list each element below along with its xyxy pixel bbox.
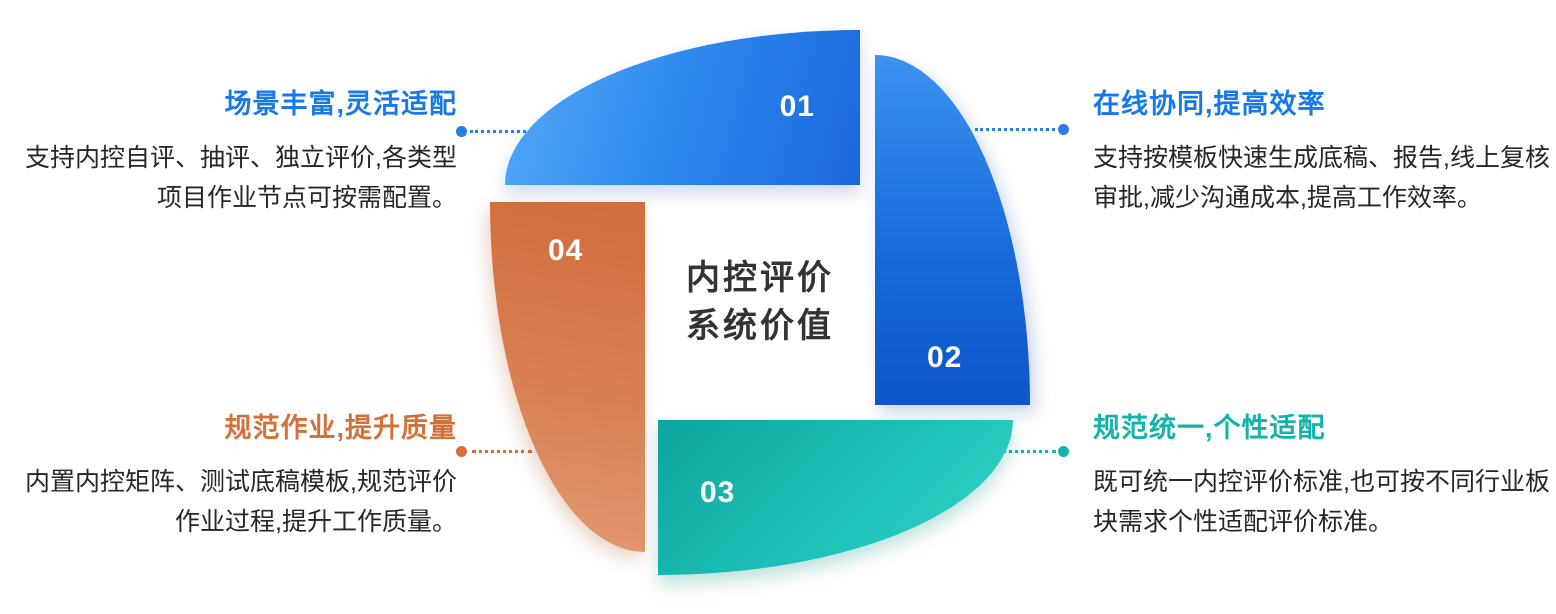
center-title-line2: 系统价值 (686, 307, 834, 345)
connector-dot-top-right (1058, 124, 1069, 135)
segment-number-02: 02 (927, 341, 963, 374)
pinwheel-segment-04: 04 (490, 202, 645, 552)
feature-block-top-left: 场景丰富,灵活适配 支持内控自评、抽评、独立评价,各类型项目作业节点可按需配置。 (5, 88, 457, 218)
center-title-line1: 内控评价 (686, 259, 834, 297)
connector-line-top-right (975, 128, 1055, 131)
connector-line-top-left (470, 130, 544, 133)
feature-block-top-right: 在线协同,提高效率 支持按模板快速生成底稿、报告,线上复核审批,减少沟通成本,提… (1093, 88, 1551, 218)
connector-dot-bottom-right (1058, 446, 1069, 457)
connector-line-bottom-right (1002, 450, 1056, 453)
segment-number-03: 03 (700, 476, 736, 509)
connector-dot-top-left (456, 126, 467, 137)
connector-dot-bottom-left (456, 446, 467, 457)
pinwheel-segment-02: 02 (875, 55, 1030, 405)
feature-body-top-left: 支持内控自评、抽评、独立评价,各类型项目作业节点可按需配置。 (25, 144, 457, 212)
feature-heading-top-right: 在线协同,提高效率 (1093, 89, 1326, 119)
feature-block-bottom-right: 规范统一,个性适配 既可统一内控评价标准,也可按不同行业板块需求个性适配评价标准… (1093, 412, 1551, 542)
segment-number-01: 01 (779, 90, 815, 123)
feature-block-bottom-left: 规范作业,提升质量 内置内控矩阵、测试底稿模板,规范评价作业过程,提升工作质量。 (5, 412, 457, 542)
feature-heading-top-left: 场景丰富,灵活适配 (224, 89, 457, 119)
pinwheel-segment-01: 01 (505, 30, 860, 185)
feature-body-top-right: 支持按模板快速生成底稿、报告,线上复核审批,减少沟通成本,提高工作效率。 (1093, 144, 1550, 212)
feature-heading-bottom-right: 规范统一,个性适配 (1093, 413, 1326, 443)
connector-line-bottom-left (472, 450, 532, 453)
pinwheel-segment-03: 03 (658, 420, 1013, 575)
center-title: 内控评价 系统价值 (645, 254, 875, 350)
feature-body-bottom-left: 内置内控矩阵、测试底稿模板,规范评价作业过程,提升工作质量。 (25, 468, 457, 536)
segment-number-04: 04 (548, 234, 584, 267)
feature-body-bottom-right: 既可统一内控评价标准,也可按不同行业板块需求个性适配评价标准。 (1093, 468, 1550, 536)
feature-heading-bottom-left: 规范作业,提升质量 (224, 413, 457, 443)
